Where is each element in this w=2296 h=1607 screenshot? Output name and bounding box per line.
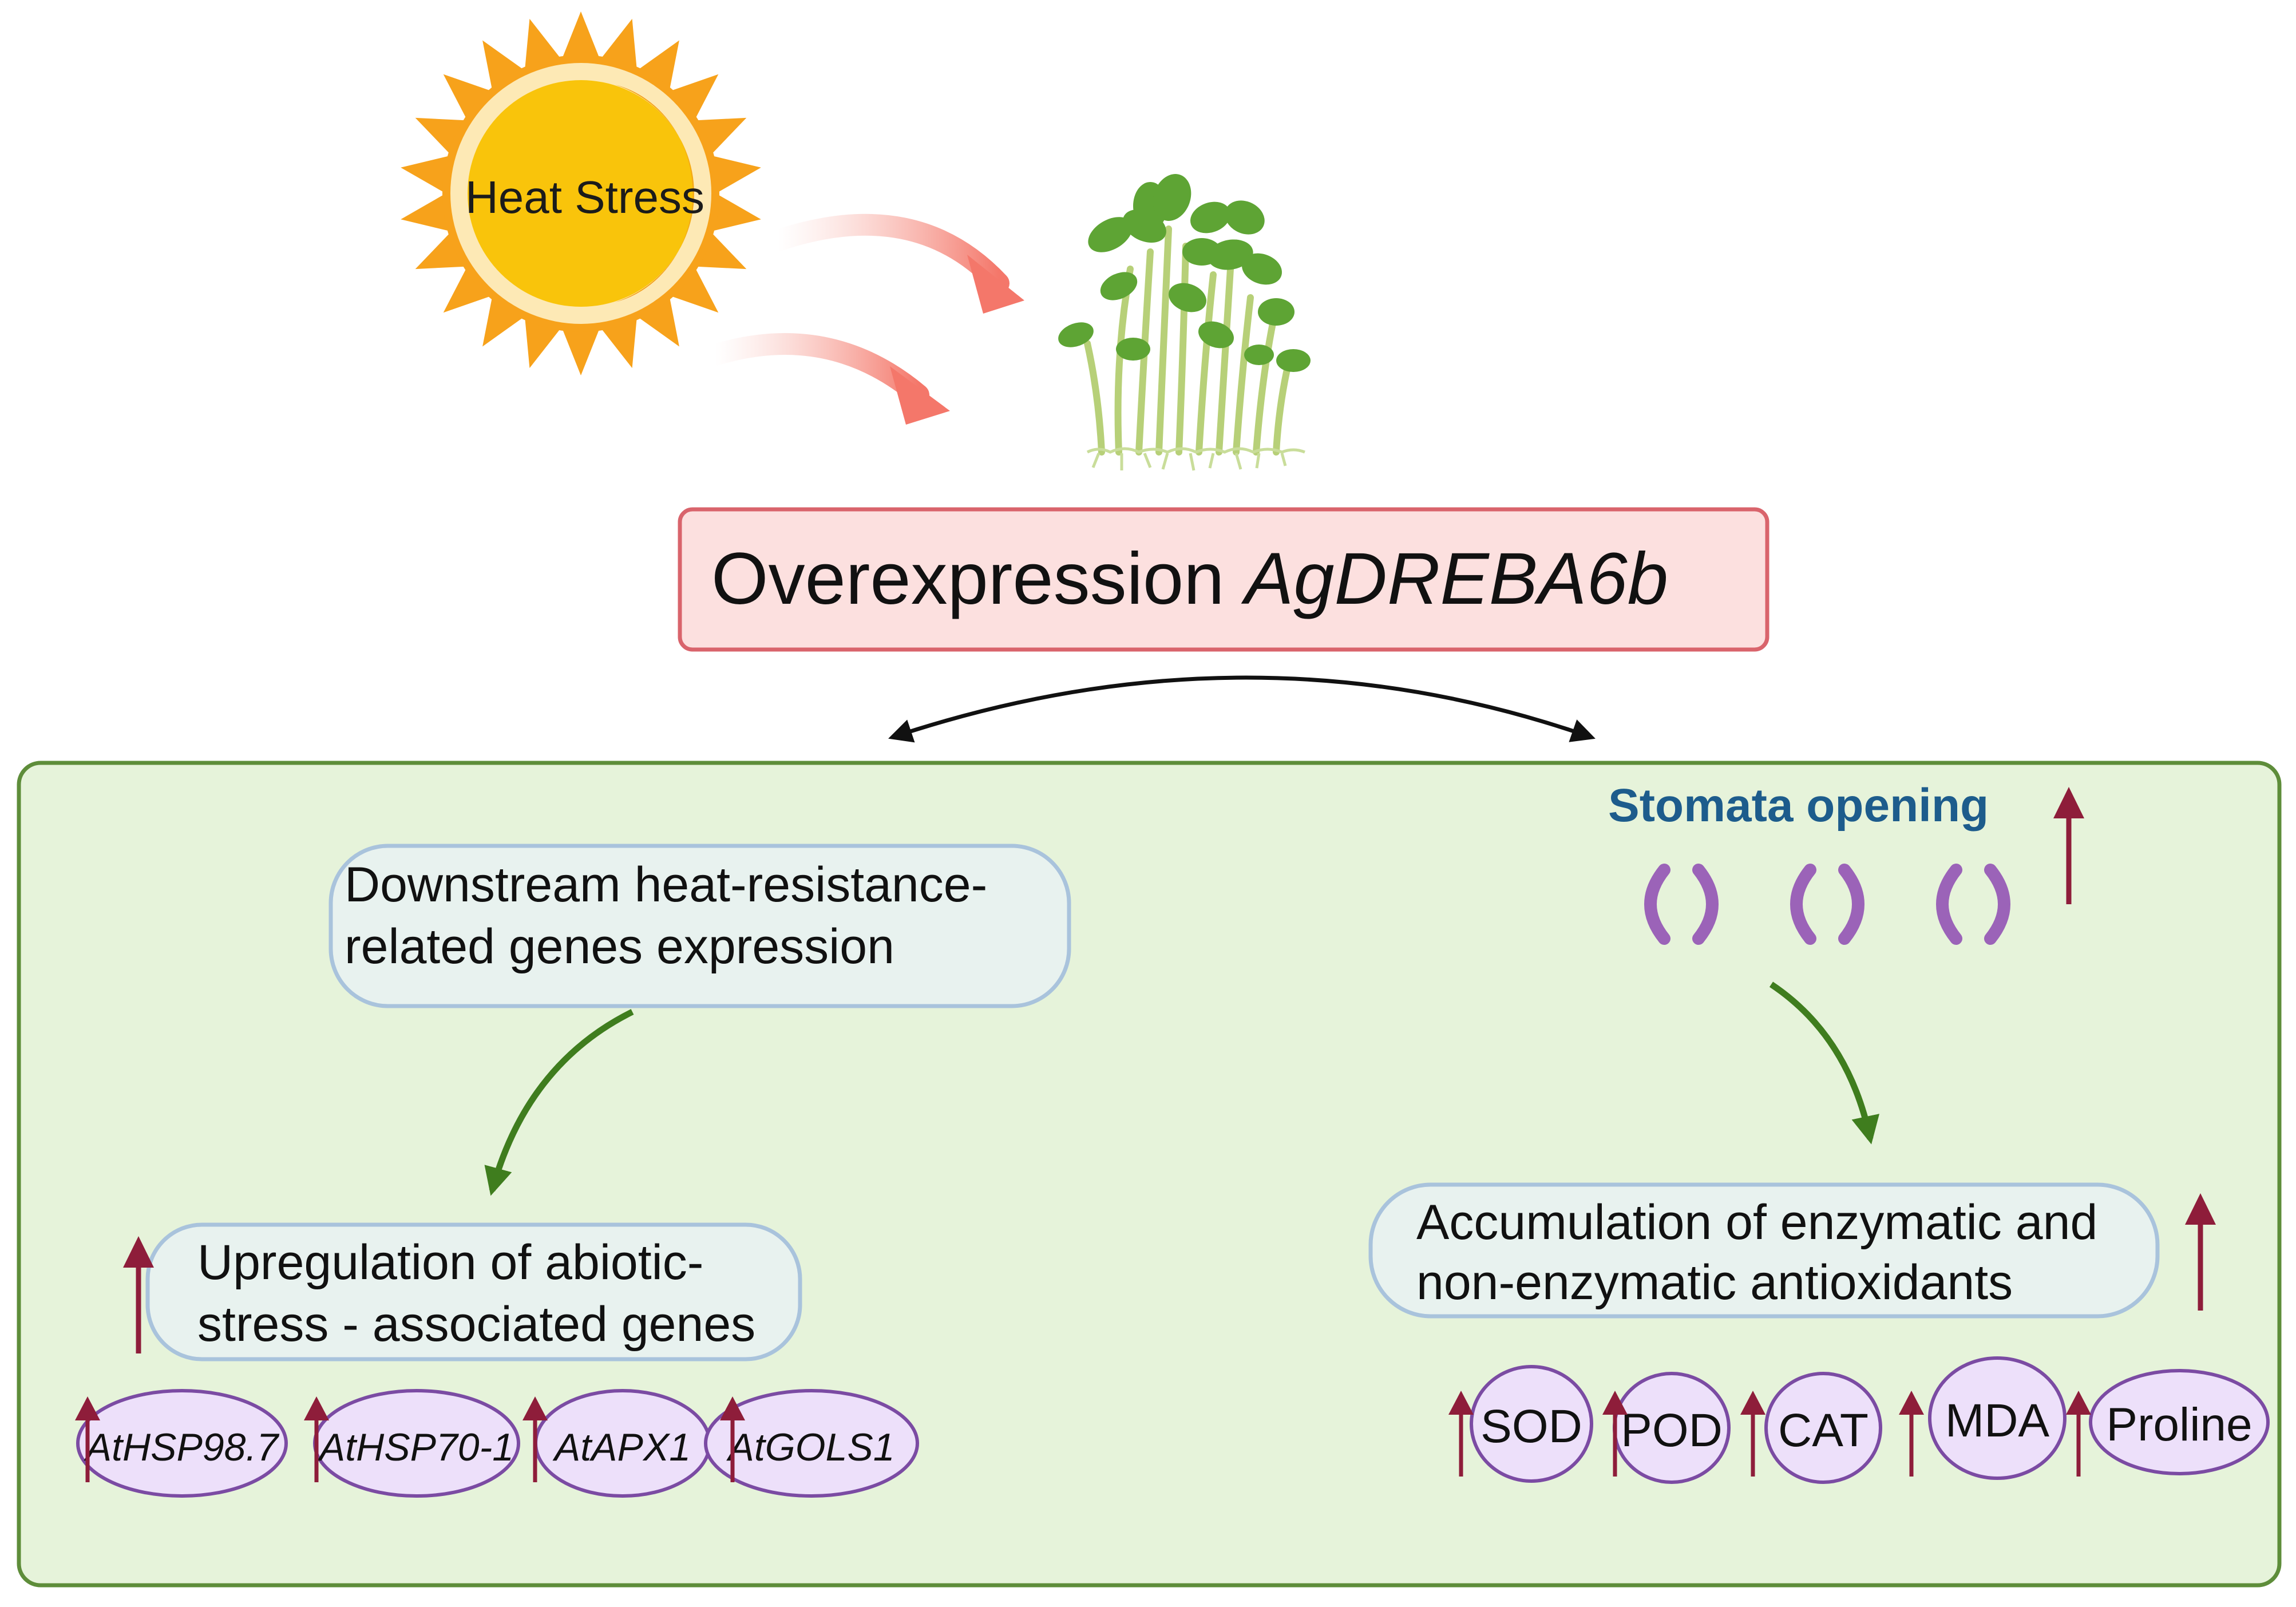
upregulation-line1: Upregulation of abiotic-: [197, 1235, 703, 1290]
heat-arrow-upper: [767, 213, 1010, 294]
gene-chip: AtAPX1: [534, 1389, 711, 1498]
antioxidant-label: MDA: [1945, 1395, 2050, 1447]
sun-core: [468, 80, 694, 307]
heat-arrow-lower-head: [890, 366, 950, 425]
antioxidant-label: Proline: [2106, 1399, 2252, 1451]
antioxidant-label: SOD: [1480, 1400, 1582, 1452]
gene-chip-label: AtAPX1: [552, 1426, 691, 1469]
heat-arrows: [704, 213, 1024, 425]
stomata-arrow: [1769, 981, 1880, 1145]
bidirectional-arrow: [888, 675, 1596, 743]
svg-text:Overexpression AgDREBA6b: Overexpression AgDREBA6b: [711, 538, 1668, 620]
downstream-bubble: Downstream heat-resistance- related gene…: [328, 844, 1071, 1008]
gene-name: AgDREBA6b: [1241, 538, 1668, 620]
accumulation-bubble: Accumulation of enzymatic and non-enzyma…: [1368, 1182, 2160, 1319]
antioxidant-chip: SOD: [1470, 1365, 1593, 1483]
stomata-icons: [1644, 864, 2010, 945]
antioxidant-chip: MDA: [1928, 1356, 2067, 1480]
seedlings-icon: [1058, 174, 1311, 471]
accumulation-line1: Accumulation of enzymatic and: [1416, 1195, 2097, 1250]
gene-chip-label: AtHSP98.7: [84, 1426, 280, 1469]
overexpression-box: Overexpression AgDREBA6b: [678, 507, 1769, 652]
accumulation-line2: non-enzymatic antioxidants: [1416, 1255, 2013, 1310]
sun-label: Heat Stress: [465, 172, 704, 223]
heat-arrow-lower: [704, 333, 929, 406]
antioxidant-chip: Proline: [2089, 1369, 2270, 1475]
downstream-line2: related genes expression: [345, 919, 894, 974]
upregulation-bubble: Upregulation of abiotic- stress - associ…: [145, 1222, 802, 1361]
heat-arrow-upper-head: [967, 255, 1024, 314]
downstream-arrow: [484, 1009, 634, 1196]
upregulation-line2: stress - associated genes: [197, 1297, 755, 1352]
gene-chip-label: AtGOLS1: [726, 1426, 894, 1469]
gene-chip: AtGOLS1: [704, 1389, 919, 1498]
gene-chip: AtHSP70-1: [313, 1389, 520, 1498]
antioxidant-chip: CAT: [1764, 1372, 1882, 1484]
gene-chip: AtHSP98.7: [76, 1389, 288, 1498]
antioxidant-label: CAT: [1778, 1404, 1869, 1456]
sun-icon: Heat Stress: [401, 11, 761, 375]
overexpression-label: Overexpression: [711, 538, 1224, 620]
downstream-line1: Downstream heat-resistance-: [345, 857, 987, 912]
gene-chip-label: AtHSP70-1: [317, 1426, 514, 1469]
antioxidant-chip: POD: [1613, 1372, 1731, 1484]
stomata-label: Stomata opening: [1608, 779, 1989, 832]
antioxidant-label: POD: [1621, 1404, 1723, 1456]
